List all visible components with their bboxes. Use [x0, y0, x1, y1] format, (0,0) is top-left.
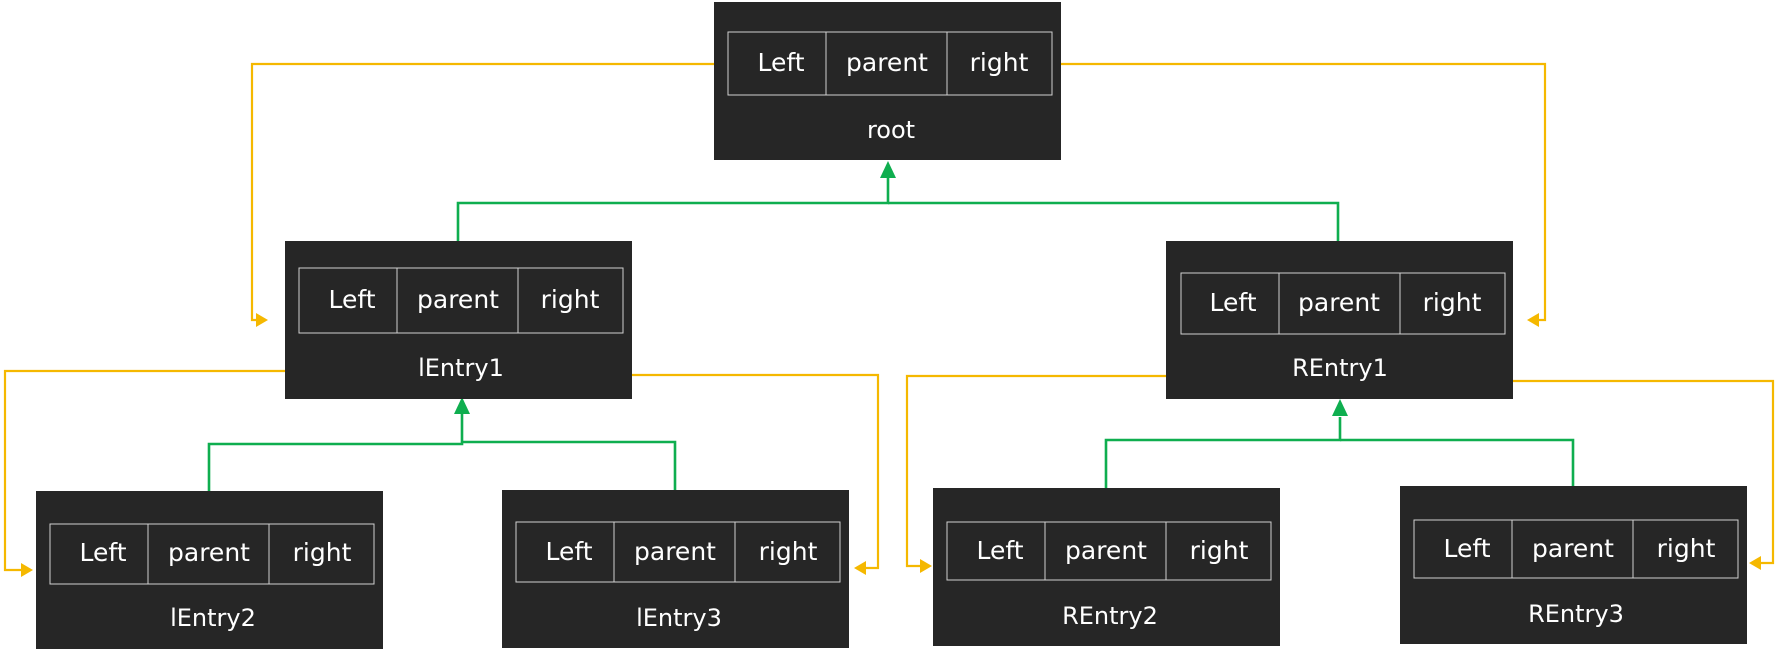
node-label: lEntry1: [418, 354, 504, 382]
field-parent: parent: [1532, 534, 1614, 563]
field-cell-right: [517, 267, 624, 334]
field-cell-left: [298, 267, 398, 334]
node-REntry2: Left parent right REntry2: [933, 488, 1280, 646]
node-label: lEntry2: [170, 604, 256, 632]
arrowhead-REntry1-right: [1749, 556, 1761, 570]
field-right: right: [1190, 536, 1249, 565]
node-lEntry3: Left parent right lEntry3: [502, 490, 849, 648]
field-cell-right: [1632, 519, 1739, 579]
edge-REntry2-parent-to-REntry1: [1104, 417, 1342, 522]
field-left: Left: [757, 48, 804, 77]
field-cell-right: [1165, 521, 1272, 581]
node-label: root: [867, 116, 915, 144]
node-label: REntry2: [1062, 602, 1158, 630]
field-left: Left: [328, 285, 375, 314]
field-cell-left: [946, 521, 1046, 581]
field-left: Left: [1443, 534, 1490, 563]
arrowhead-lEntry1-left: [21, 563, 33, 577]
node-REntry1: Left parent right REntry1: [1166, 241, 1513, 399]
node-label: REntry1: [1292, 354, 1388, 382]
field-left: Left: [1209, 288, 1256, 317]
field-cell-right: [734, 521, 841, 583]
field-left: Left: [545, 537, 592, 566]
field-cell-left: [49, 523, 149, 585]
field-cell-parent: [1511, 519, 1634, 579]
field-cell-parent: [613, 521, 736, 583]
field-cell-left: [1180, 272, 1280, 335]
field-parent: parent: [417, 285, 499, 314]
field-right: right: [1423, 288, 1482, 317]
field-cell-left: [515, 521, 615, 583]
field-right: right: [759, 537, 818, 566]
arrowhead-to-lEntry1: [454, 397, 470, 414]
arrowhead-to-root: [880, 161, 896, 178]
field-right: right: [1657, 534, 1716, 563]
arrowhead-to-REntry1: [1332, 399, 1348, 416]
arrowhead-lEntry1-right: [854, 561, 866, 575]
field-right: right: [541, 285, 600, 314]
edge-lEntry2-parent-to-lEntry1: [207, 414, 464, 524]
field-parent: parent: [1298, 288, 1380, 317]
field-cell-right: [1399, 272, 1506, 335]
field-parent: parent: [1065, 536, 1147, 565]
field-cell-parent: [147, 523, 270, 585]
field-cell-parent: [396, 267, 519, 334]
field-cell-parent: [825, 31, 948, 96]
field-cell-right: [946, 31, 1053, 96]
node-lEntry2: Left parent right lEntry2: [36, 491, 383, 649]
field-left: Left: [79, 538, 126, 567]
node-label: lEntry3: [636, 604, 722, 632]
arrowhead-root-left: [256, 313, 268, 327]
node-root: Left parent right root: [714, 2, 1061, 160]
field-parent: parent: [168, 538, 250, 567]
arrowhead-root-right: [1527, 313, 1539, 327]
field-parent: parent: [634, 537, 716, 566]
node-label: REntry3: [1528, 600, 1624, 628]
field-cell-right: [268, 523, 375, 585]
arrowhead-REntry1-left: [920, 559, 932, 573]
field-right: right: [293, 538, 352, 567]
node-lEntry1: Left parent right lEntry1: [285, 241, 632, 399]
field-cell-left: [727, 31, 827, 96]
node-REntry3: Left parent right REntry3: [1400, 486, 1747, 644]
field-right: right: [970, 48, 1029, 77]
field-cell-parent: [1278, 272, 1401, 335]
field-parent: parent: [846, 48, 928, 77]
field-left: Left: [976, 536, 1023, 565]
edge-lEntry1-parent-to-root: [456, 176, 890, 268]
